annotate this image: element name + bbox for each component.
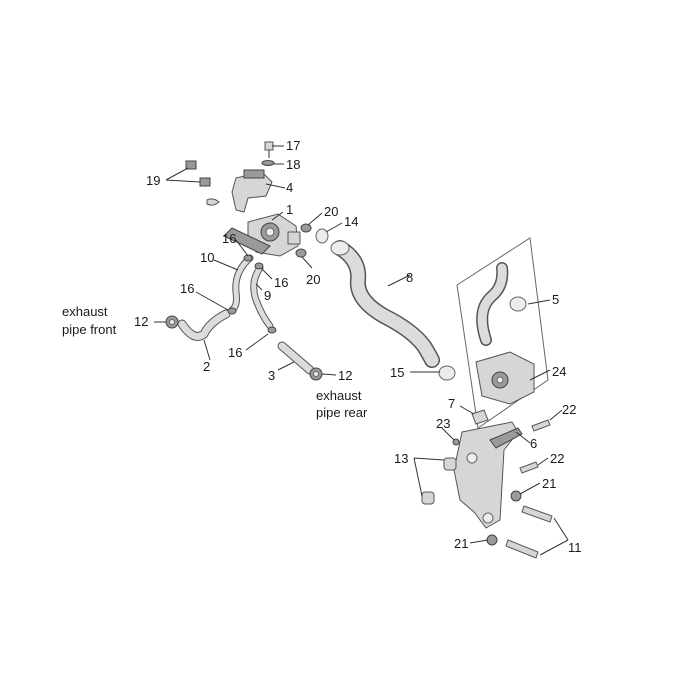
panel-frame bbox=[456, 237, 549, 429]
label-part-16-lower: 16 bbox=[228, 345, 242, 360]
label-part-13: 13 bbox=[394, 451, 408, 466]
part-24-housing bbox=[475, 351, 535, 405]
part-22-bolts bbox=[519, 419, 551, 474]
label-part-2: 2 bbox=[203, 359, 210, 374]
label-part-20-top: 20 bbox=[324, 204, 338, 219]
part-2-hose bbox=[177, 309, 231, 341]
part-23-screw bbox=[452, 438, 460, 446]
label-part-16-upper: 16 bbox=[222, 231, 236, 246]
label-part-11: 11 bbox=[568, 540, 582, 555]
part-10-hose bbox=[228, 254, 254, 314]
label-part-16-left: 16 bbox=[180, 281, 194, 296]
label-part-18: 18 bbox=[286, 157, 300, 172]
label-part-14: 14 bbox=[344, 214, 358, 229]
leader-lines bbox=[154, 145, 569, 556]
part-8-main-hose bbox=[330, 240, 440, 368]
label-part-12-rear: 12 bbox=[338, 368, 352, 383]
part-5-elbow bbox=[476, 262, 527, 346]
label-part-23: 23 bbox=[436, 416, 450, 431]
label-part-5: 5 bbox=[552, 292, 559, 307]
part-6-bracket bbox=[453, 421, 523, 529]
note-rear-line-1: exhaust bbox=[316, 388, 362, 403]
part-9-hose bbox=[250, 264, 274, 330]
part-4-bracket bbox=[231, 169, 273, 213]
label-part-4: 4 bbox=[286, 180, 293, 195]
part-7-clip bbox=[471, 409, 489, 425]
label-part-20-bottom: 20 bbox=[306, 272, 320, 287]
part-20-nuts bbox=[295, 223, 312, 258]
note-rear-line-2: pipe rear bbox=[316, 405, 368, 420]
label-part-6: 6 bbox=[530, 436, 537, 451]
label-part-22-bottom: 22 bbox=[550, 451, 564, 466]
note-front-line-2: pipe front bbox=[62, 322, 117, 337]
label-part-16-right: 16 bbox=[274, 275, 288, 290]
part-19-screws bbox=[185, 160, 220, 206]
part-16-clips bbox=[227, 254, 277, 334]
label-part-21-bottom: 21 bbox=[454, 536, 468, 551]
part-17-bolt bbox=[264, 141, 274, 158]
label-part-12-front: 12 bbox=[134, 314, 148, 329]
label-part-9: 9 bbox=[264, 288, 271, 303]
part-3-hose bbox=[277, 341, 315, 375]
part-11-bolts bbox=[505, 505, 553, 559]
label-part-10: 10 bbox=[200, 250, 214, 265]
label-part-15: 15 bbox=[390, 365, 404, 380]
part-1-valve-body bbox=[223, 213, 301, 257]
label-part-8: 8 bbox=[406, 270, 413, 285]
label-part-22-top: 22 bbox=[562, 402, 576, 417]
label-part-1: 1 bbox=[286, 202, 293, 217]
label-part-7: 7 bbox=[448, 396, 455, 411]
note-exhaust-pipe-front: exhaust pipe front bbox=[62, 304, 117, 337]
label-part-21-top: 21 bbox=[542, 476, 556, 491]
part-18-washer bbox=[261, 160, 275, 166]
part-12-nuts bbox=[165, 315, 323, 381]
part-15-clamp bbox=[438, 365, 456, 381]
note-exhaust-pipe-rear: exhaust pipe rear bbox=[316, 388, 368, 420]
part-14-clamp bbox=[315, 228, 329, 244]
label-part-3: 3 bbox=[268, 368, 275, 383]
label-part-17: 17 bbox=[286, 138, 300, 153]
label-part-19: 19 bbox=[146, 173, 160, 188]
part-13-bushings bbox=[421, 457, 457, 505]
note-front-line-1: exhaust bbox=[62, 304, 108, 319]
callout-labels: 17 18 4 19 1 20 14 20 16 16 10 9 16 12 2… bbox=[134, 138, 582, 555]
label-part-24: 24 bbox=[552, 364, 566, 379]
